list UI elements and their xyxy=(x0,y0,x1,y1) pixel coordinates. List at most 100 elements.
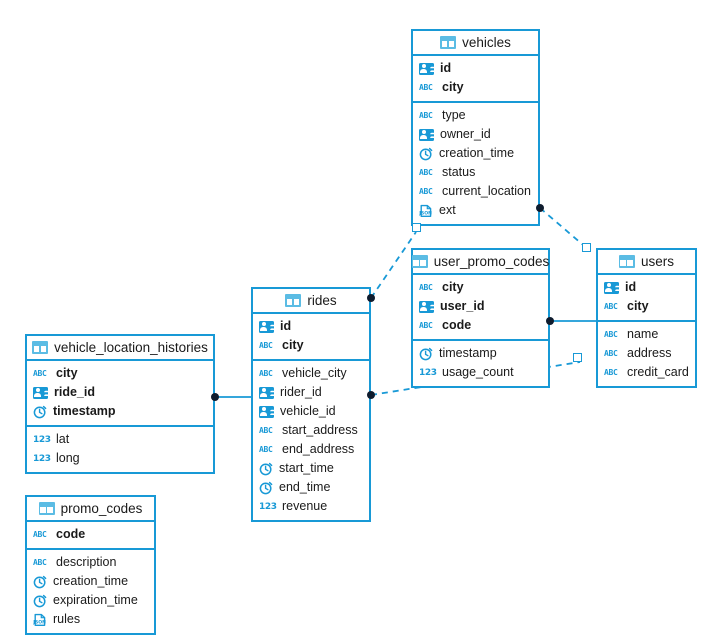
idcard-icon xyxy=(33,386,48,399)
idcard-icon xyxy=(419,300,434,313)
abc-icon: ABC xyxy=(419,167,433,177)
column-row[interactable]: ABC end_address xyxy=(253,440,369,459)
table-title: users xyxy=(640,253,674,269)
table-header[interactable]: vehicles xyxy=(413,31,538,56)
column-name: rider_id xyxy=(280,385,322,400)
table-icon xyxy=(411,255,428,268)
column-name: owner_id xyxy=(440,127,491,142)
table-title: promo_codes xyxy=(60,500,143,516)
column-row[interactable]: rider_id xyxy=(253,383,369,402)
column-row[interactable]: id xyxy=(598,278,695,297)
column-name: status xyxy=(442,165,476,180)
abc-icon: ABC xyxy=(604,301,618,311)
relationship-source-dot xyxy=(367,391,375,399)
column-row[interactable]: timestamp xyxy=(27,402,213,421)
column-row[interactable]: ABC type xyxy=(413,106,538,125)
column-name: type xyxy=(442,108,466,123)
abc-icon: ABC xyxy=(33,368,47,378)
table-icon xyxy=(285,294,302,307)
column-name: rules xyxy=(53,612,81,627)
json-icon: JSON xyxy=(419,204,433,218)
table-header[interactable]: user_promo_codes xyxy=(411,250,550,275)
column-name: creation_time xyxy=(53,574,129,589)
column-name: end_time xyxy=(279,480,331,495)
column-name: description xyxy=(56,555,117,570)
column-row[interactable]: end_time xyxy=(253,478,369,497)
column-row[interactable]: timestamp xyxy=(413,344,548,363)
column-name: id xyxy=(280,319,292,334)
column-row[interactable]: vehicle_id xyxy=(253,402,369,421)
column-name: name xyxy=(627,327,659,342)
column-name: end_address xyxy=(282,442,355,457)
relationship-source-dot xyxy=(546,317,554,325)
table-header[interactable]: promo_codes xyxy=(27,497,154,522)
column-name: revenue xyxy=(282,499,328,514)
table-title: user_promo_codes xyxy=(433,253,550,269)
relationship-source-dot xyxy=(211,393,219,401)
column-name: current_location xyxy=(442,184,531,199)
table-icon xyxy=(618,255,635,268)
column-row[interactable]: start_time xyxy=(253,459,369,478)
column-name: city xyxy=(442,280,464,295)
column-name: code xyxy=(56,527,86,542)
abc-icon: ABC xyxy=(259,444,273,454)
column-row[interactable]: ride_id xyxy=(27,383,213,402)
clock-icon xyxy=(259,462,273,476)
column-row[interactable]: owner_id xyxy=(413,125,538,144)
column-row[interactable]: creation_time xyxy=(413,144,538,163)
idcard-icon xyxy=(259,320,274,333)
column-name: id xyxy=(440,61,452,76)
table-header[interactable]: users xyxy=(598,250,695,275)
column-row[interactable]: id xyxy=(253,317,369,336)
column-row[interactable]: user_id xyxy=(413,297,548,316)
column-row[interactable]: id xyxy=(413,59,538,78)
column-name: address xyxy=(627,346,672,361)
column-row[interactable]: expiration_time xyxy=(27,591,154,610)
idcard-icon xyxy=(259,405,274,418)
abc-icon: ABC xyxy=(419,110,433,120)
svg-text:JSON: JSON xyxy=(419,210,432,216)
relationship-target-square xyxy=(411,222,421,232)
column-row[interactable]: creation_time xyxy=(27,572,154,591)
table-header[interactable]: rides xyxy=(253,289,369,314)
abc-icon: ABC xyxy=(604,329,618,339)
abc-icon: ABC xyxy=(419,82,433,92)
table-header[interactable]: vehicle_location_histories xyxy=(27,336,213,361)
clock-icon xyxy=(419,147,433,161)
column-row[interactable]: ABC name xyxy=(598,325,695,344)
idcard-icon xyxy=(419,128,434,141)
column-row[interactable]: ABC status xyxy=(413,163,538,182)
